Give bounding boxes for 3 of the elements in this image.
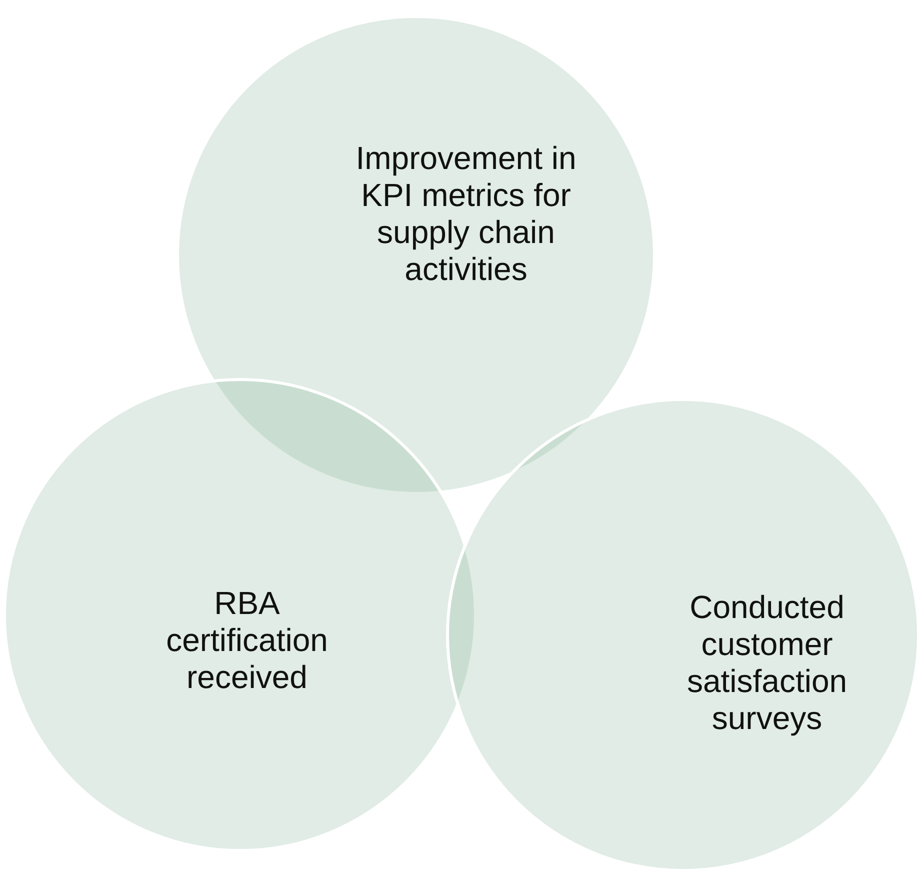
circle-label: Conducted customer satisfaction surveys <box>686 589 848 737</box>
circle-label: Improvement in KPI metrics for supply chain activities <box>354 140 578 288</box>
circle-label: RBA certification received <box>165 585 329 696</box>
